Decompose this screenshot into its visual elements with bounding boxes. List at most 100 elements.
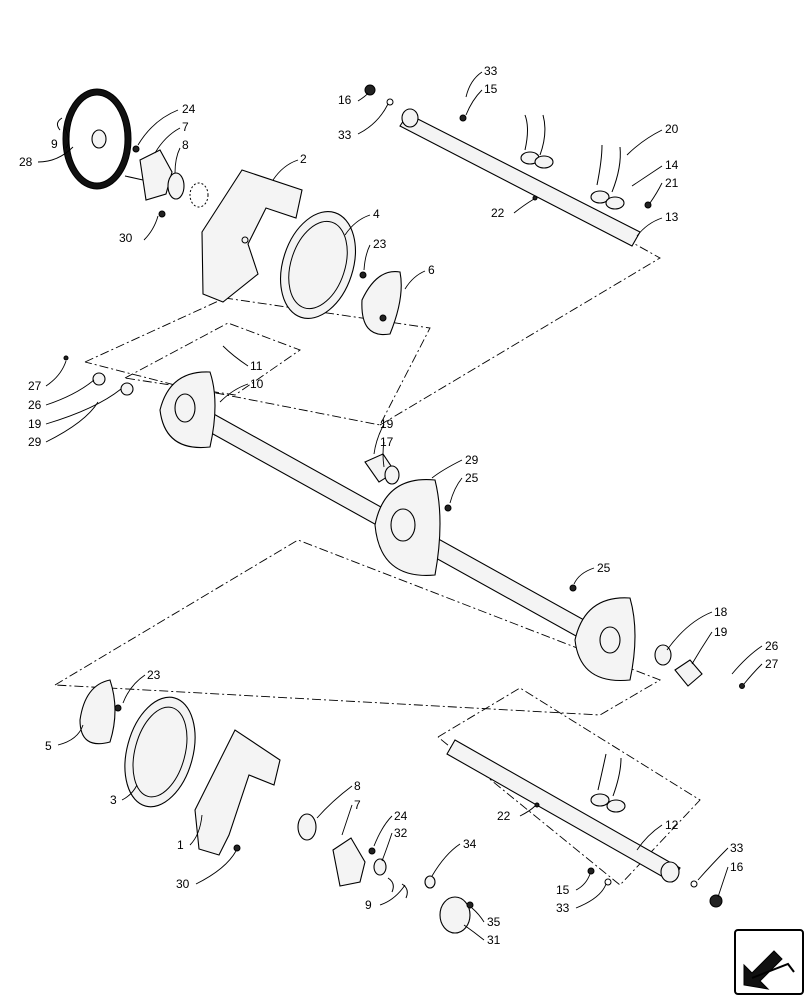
nozzle-body-e xyxy=(590,793,610,807)
cover-disc-3 xyxy=(124,696,196,808)
leader-13 xyxy=(636,217,663,237)
callout-20: 20 xyxy=(665,122,679,136)
washer-33 xyxy=(386,98,394,106)
leader-3 xyxy=(121,784,138,801)
leader-23b xyxy=(122,674,146,704)
bolt-30b xyxy=(233,844,241,852)
bolt-27b xyxy=(739,683,745,689)
bolt-shaft xyxy=(124,175,144,181)
hose-pair-20 xyxy=(596,144,621,193)
leader-8b xyxy=(316,785,353,819)
callout-15b: 15 xyxy=(556,883,570,897)
leader-33c xyxy=(697,847,729,881)
bearing-flange-19b xyxy=(674,659,703,687)
leader-1 xyxy=(189,814,203,846)
callout-13: 13 xyxy=(665,210,679,224)
callout-18: 18 xyxy=(714,605,728,619)
snap-ring-9 xyxy=(56,117,63,131)
callout-21: 21 xyxy=(665,176,679,190)
knob-16b xyxy=(709,894,723,908)
leader-9b xyxy=(379,884,406,906)
bearing-19 xyxy=(120,382,134,396)
callout-16b: 16 xyxy=(730,860,744,874)
leader-5 xyxy=(57,724,84,746)
callout-30b: 30 xyxy=(176,877,190,891)
callout-7a: 7 xyxy=(182,120,189,134)
bolt-25b xyxy=(569,584,577,592)
leader-30a xyxy=(143,215,159,241)
callout-31: 31 xyxy=(487,933,501,947)
callout-22b: 22 xyxy=(497,809,511,823)
hidden-bearing xyxy=(189,182,209,208)
callout-24a: 24 xyxy=(182,102,196,116)
callout-23b: 23 xyxy=(147,668,161,682)
callout-16a: 16 xyxy=(338,93,352,107)
cover-disc-3-rim xyxy=(132,706,188,798)
callout-8a: 8 xyxy=(182,138,189,152)
leader-34 xyxy=(431,843,461,877)
drive-sprocket xyxy=(56,88,132,190)
bearing-flange-7b xyxy=(332,837,366,887)
leader-4 xyxy=(344,214,371,236)
callout-24b: 24 xyxy=(394,809,408,823)
leader-29a xyxy=(45,401,99,443)
callout-30a: 30 xyxy=(119,231,133,245)
callout-33c: 33 xyxy=(730,841,744,855)
arrow-tail xyxy=(751,962,795,979)
leader-18 xyxy=(666,611,713,651)
cover-disc-4 xyxy=(280,211,367,319)
leader-22a xyxy=(513,198,535,214)
hose-pair-upper xyxy=(524,114,546,156)
callout-5: 5 xyxy=(45,739,52,753)
leader-14 xyxy=(631,165,663,187)
leader-16a xyxy=(357,92,369,102)
next-page-arrow-icon[interactable] xyxy=(734,929,804,995)
leader-26b xyxy=(731,645,763,675)
callout-3: 3 xyxy=(110,793,117,807)
leader-23a xyxy=(363,244,371,271)
callout-14: 14 xyxy=(665,158,679,172)
callout-29a: 29 xyxy=(28,435,42,449)
left-flange-hub xyxy=(174,393,196,423)
leader-28 xyxy=(37,146,74,163)
shield-plate-1 xyxy=(194,729,281,856)
leader-26a xyxy=(45,379,95,406)
end-plate xyxy=(361,271,402,336)
right-flange-hub xyxy=(599,626,621,654)
leader-33d xyxy=(575,883,607,909)
bearing-housing-26 xyxy=(92,372,106,386)
callout-1: 1 xyxy=(177,838,184,852)
callout-33d: 33 xyxy=(556,901,570,915)
callout-19a: 19 xyxy=(28,417,42,431)
upper-left-boundary xyxy=(84,297,431,426)
leader-19b xyxy=(373,423,385,455)
snap-rings-9 xyxy=(387,877,408,899)
hose-pair-lower xyxy=(597,753,622,797)
leader-17 xyxy=(382,441,385,468)
callout-27b: 27 xyxy=(765,657,779,671)
bearing-17 xyxy=(384,465,400,485)
leader-20 xyxy=(626,129,663,156)
bolt-24 xyxy=(132,145,140,153)
leader-15a xyxy=(465,89,483,116)
callout-33a: 33 xyxy=(338,128,352,142)
callout-25b: 25 xyxy=(597,561,611,575)
callout-33b: 33 xyxy=(484,64,498,78)
leader-31 xyxy=(463,924,485,941)
callout-4: 4 xyxy=(373,207,380,221)
leader-33b xyxy=(465,71,483,98)
bearing-flange-7 xyxy=(139,149,173,201)
leader-33a xyxy=(357,103,389,135)
spacer-32 xyxy=(373,858,387,876)
nozzle-body-c xyxy=(590,190,610,204)
callout-26b: 26 xyxy=(765,639,779,653)
upper-bearing-assembly xyxy=(124,145,209,218)
callout-11: 11 xyxy=(250,359,263,373)
leader-21 xyxy=(649,182,663,204)
bearing-8b xyxy=(297,813,317,841)
bolt-23 xyxy=(359,271,367,279)
callout-27a: 27 xyxy=(28,379,42,393)
nut-15b xyxy=(587,867,595,875)
leader-16b xyxy=(717,866,729,898)
